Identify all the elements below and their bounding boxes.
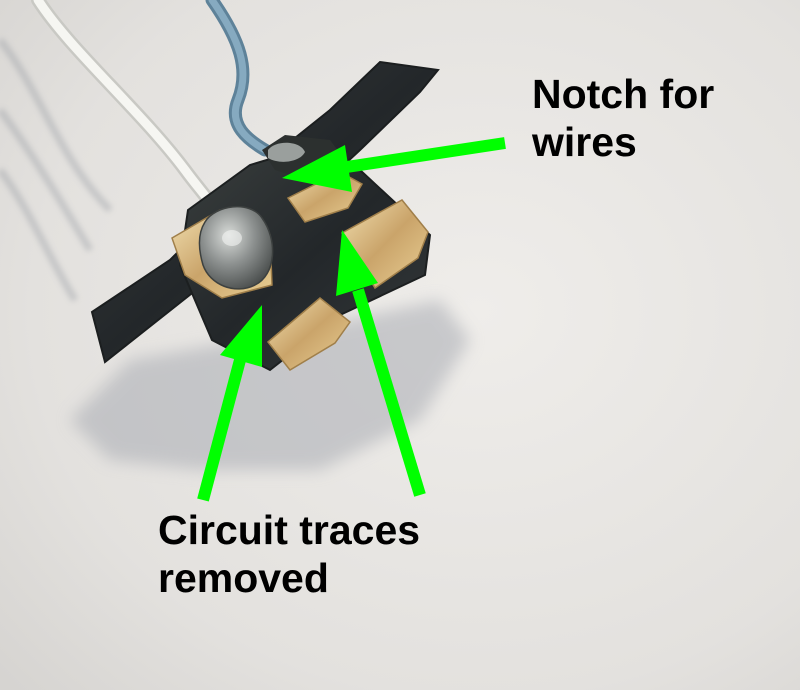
trace-arrow-left-shaft <box>197 358 246 502</box>
traces-caption: Circuit traces removed <box>158 506 420 602</box>
notch-arrow-head <box>282 145 352 192</box>
pad-bottom <box>266 297 352 371</box>
trace-arrow-left-head <box>220 305 262 367</box>
trace-arrow-right-head <box>336 230 378 296</box>
traces-caption-line2: removed <box>158 555 329 601</box>
notch-arrow-shaft <box>339 137 506 174</box>
notch-caption-line2: wires <box>532 119 637 165</box>
trace-arrow-right-shaft <box>352 288 426 497</box>
solder-blob <box>198 205 274 290</box>
notch-caption-line1: Notch for <box>532 71 715 117</box>
wire-shadows <box>0 37 113 302</box>
annotation-arrows <box>197 137 506 502</box>
notch-caption: Notch for wires <box>532 70 714 166</box>
traces-caption-line1: Circuit traces <box>158 507 421 553</box>
